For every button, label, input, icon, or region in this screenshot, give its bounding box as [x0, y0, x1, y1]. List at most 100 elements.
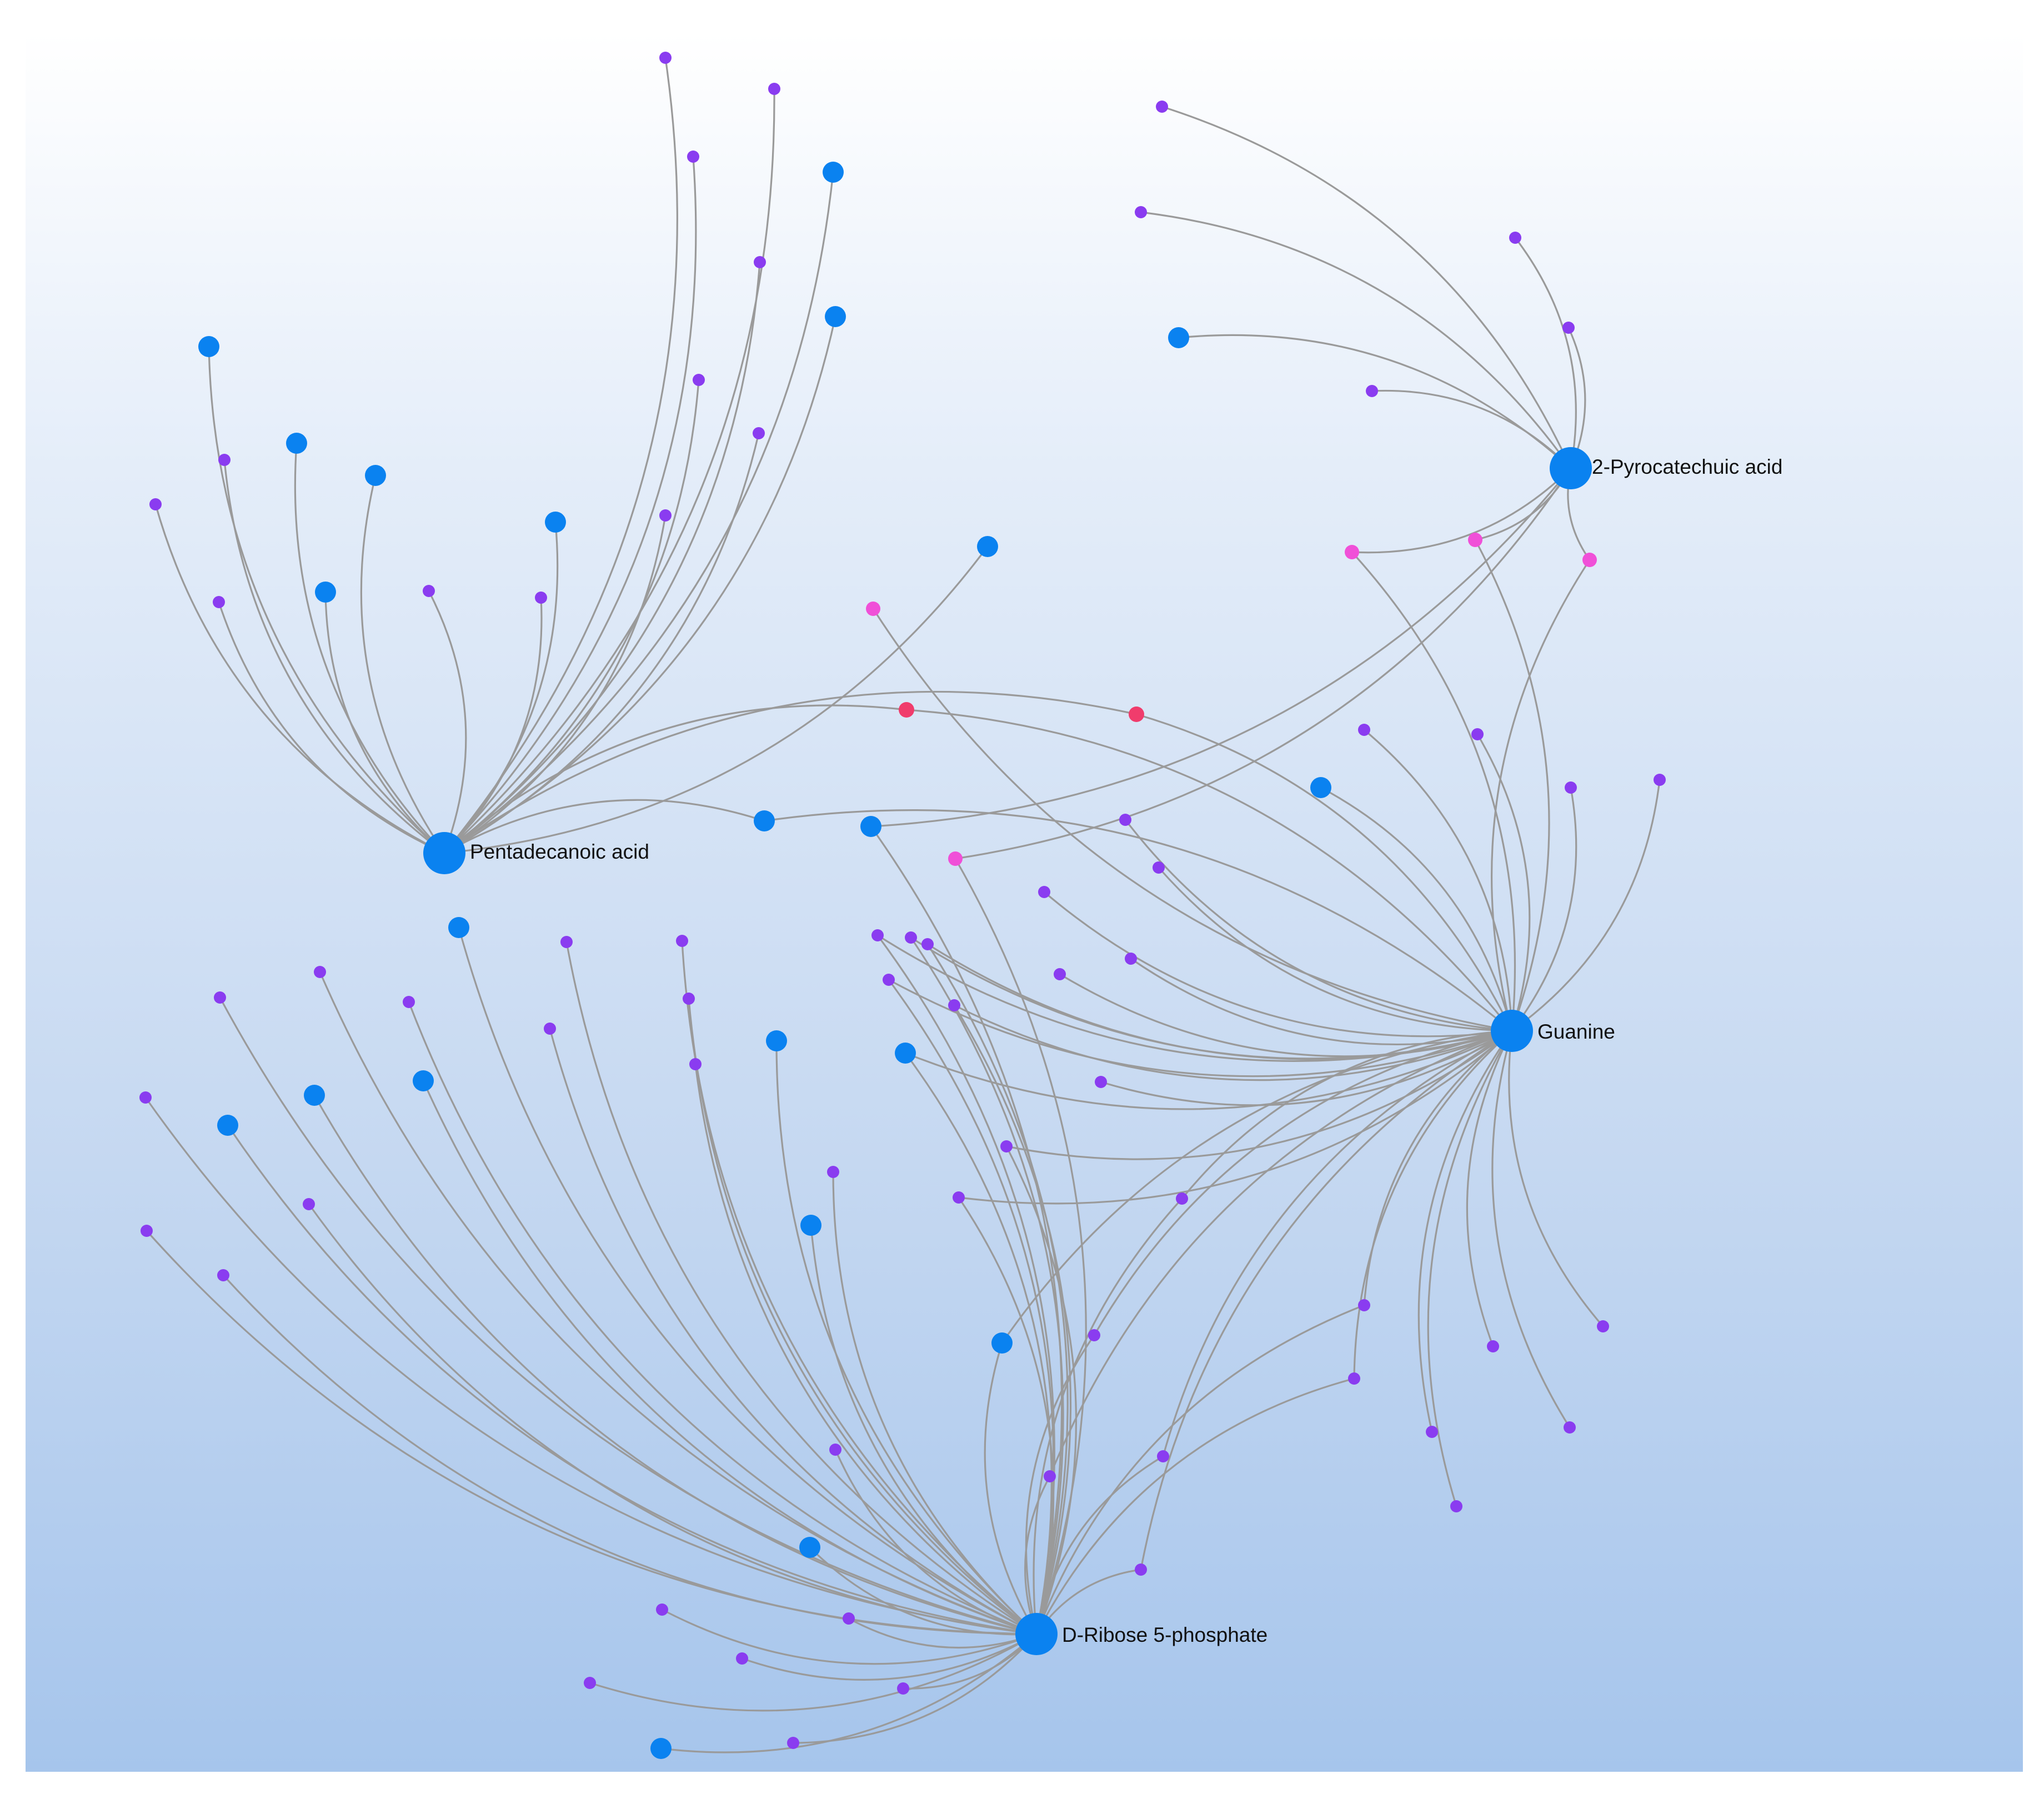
metabolite-node[interactable] [1310, 777, 1331, 798]
target-node[interactable] [687, 151, 699, 163]
target-node[interactable] [1000, 1140, 1013, 1152]
target-node[interactable] [423, 585, 435, 597]
metabolite-node[interactable] [304, 1085, 325, 1106]
target-node[interactable] [1044, 1470, 1056, 1482]
metabolite-node[interactable] [766, 1030, 787, 1051]
target-node[interactable] [921, 938, 934, 950]
target-node[interactable] [303, 1198, 315, 1210]
target-node[interactable] [753, 427, 765, 439]
metabolite-node[interactable] [860, 816, 881, 837]
target-node[interactable] [218, 454, 231, 466]
metabolite-node[interactable] [413, 1070, 434, 1091]
target-node[interactable] [768, 83, 780, 95]
target-node[interactable] [214, 991, 226, 1004]
target-node[interactable] [843, 1612, 855, 1625]
target-node[interactable] [1366, 385, 1378, 397]
core-target-node[interactable] [1129, 706, 1144, 722]
target-node[interactable] [1509, 232, 1521, 244]
target-node[interactable] [1153, 861, 1165, 874]
target-node[interactable] [659, 509, 672, 522]
target-node[interactable] [693, 374, 705, 386]
metabolite-node[interactable] [1168, 327, 1189, 348]
target-node[interactable] [1156, 101, 1168, 113]
target-node[interactable] [1088, 1329, 1100, 1341]
metabolite-node[interactable] [977, 536, 998, 557]
target-node[interactable] [1450, 1500, 1462, 1512]
shared-target-node[interactable] [866, 602, 880, 616]
metabolite-node[interactable] [365, 465, 386, 486]
target-node[interactable] [883, 974, 895, 986]
hub-node-ribose[interactable] [1015, 1613, 1058, 1655]
metabolite-node[interactable] [800, 1215, 821, 1236]
target-node[interactable] [829, 1444, 841, 1456]
target-node[interactable] [1119, 814, 1131, 826]
target-node[interactable] [1487, 1340, 1499, 1352]
metabolite-node[interactable] [991, 1332, 1013, 1354]
target-node[interactable] [676, 935, 688, 947]
target-node[interactable] [535, 592, 547, 604]
target-node[interactable] [948, 999, 960, 1011]
metabolite-node[interactable] [448, 917, 469, 938]
target-node[interactable] [827, 1166, 839, 1178]
target-node[interactable] [787, 1737, 799, 1749]
target-node[interactable] [141, 1225, 153, 1237]
target-node[interactable] [403, 996, 415, 1008]
hub-node-pyrocatechuic[interactable] [1550, 447, 1592, 489]
target-node[interactable] [736, 1652, 748, 1665]
target-node[interactable] [1157, 1450, 1169, 1462]
target-node[interactable] [149, 498, 162, 510]
target-node[interactable] [584, 1677, 596, 1689]
shared-target-node[interactable] [1345, 545, 1359, 559]
metabolite-node[interactable] [217, 1115, 238, 1136]
target-node[interactable] [659, 52, 672, 64]
shared-target-node[interactable] [1468, 533, 1482, 547]
target-node[interactable] [1564, 1421, 1576, 1434]
target-node[interactable] [1135, 1564, 1147, 1576]
target-node[interactable] [754, 256, 766, 268]
target-node[interactable] [656, 1603, 668, 1616]
target-node[interactable] [1358, 724, 1370, 736]
target-node[interactable] [905, 931, 917, 944]
target-node[interactable] [1095, 1076, 1107, 1088]
target-node[interactable] [1565, 781, 1577, 794]
target-node[interactable] [1054, 968, 1066, 980]
target-node[interactable] [897, 1682, 909, 1695]
target-node[interactable] [213, 596, 225, 608]
target-node[interactable] [1135, 206, 1147, 218]
target-node[interactable] [871, 929, 884, 941]
target-node[interactable] [1426, 1426, 1438, 1438]
target-node[interactable] [139, 1091, 152, 1104]
target-node[interactable] [314, 966, 326, 978]
shared-target-node[interactable] [948, 851, 963, 866]
target-node[interactable] [683, 993, 695, 1005]
metabolite-node[interactable] [799, 1537, 820, 1558]
target-node[interactable] [953, 1191, 965, 1204]
target-node[interactable] [217, 1269, 229, 1281]
metabolite-node[interactable] [754, 810, 775, 831]
target-node[interactable] [1125, 953, 1137, 965]
metabolite-node[interactable] [315, 582, 336, 603]
target-node[interactable] [1654, 774, 1666, 786]
metabolite-node[interactable] [198, 336, 219, 357]
target-node[interactable] [1562, 322, 1575, 334]
target-node[interactable] [689, 1058, 702, 1070]
target-node[interactable] [1597, 1320, 1609, 1332]
metabolite-node[interactable] [286, 433, 307, 454]
hub-node-pentadecanoic[interactable] [423, 832, 465, 874]
metabolite-node[interactable] [650, 1738, 672, 1759]
metabolite-node[interactable] [823, 162, 844, 183]
target-node[interactable] [1176, 1192, 1188, 1205]
hub-node-guanine[interactable] [1491, 1010, 1533, 1052]
target-node[interactable] [560, 936, 573, 948]
target-node[interactable] [1471, 728, 1484, 740]
target-node[interactable] [1358, 1299, 1370, 1311]
metabolite-node[interactable] [895, 1043, 916, 1064]
target-node[interactable] [1348, 1372, 1360, 1385]
target-node[interactable] [1038, 886, 1050, 898]
core-target-node[interactable] [899, 702, 914, 718]
shared-target-node[interactable] [1582, 553, 1597, 567]
target-node[interactable] [544, 1023, 556, 1035]
metabolite-node[interactable] [545, 512, 566, 533]
metabolite-node[interactable] [825, 306, 846, 327]
